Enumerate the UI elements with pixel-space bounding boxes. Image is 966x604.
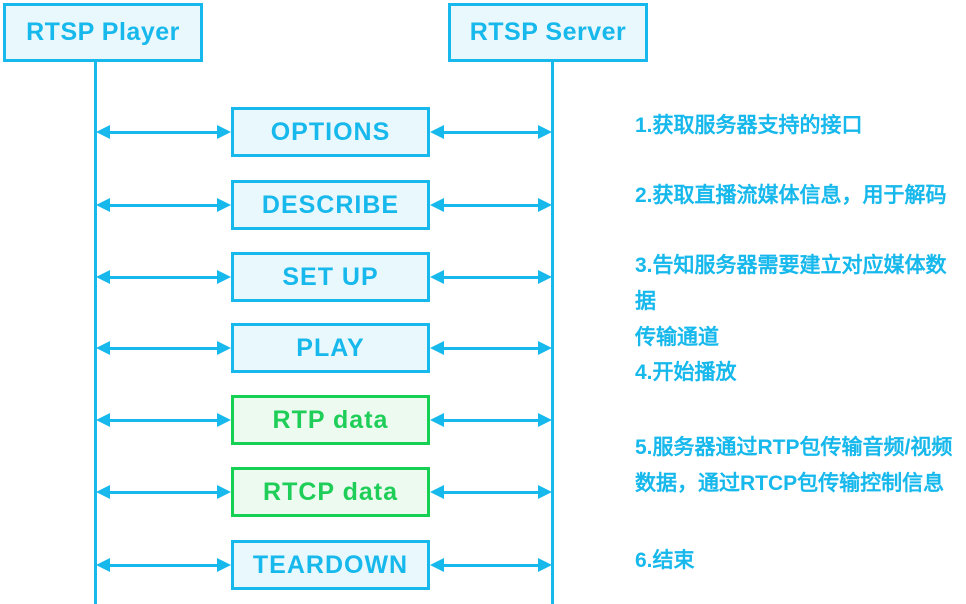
annotation-step-4: 4.开始播放 (635, 361, 737, 384)
double-arrow-icon (430, 270, 552, 284)
message-box-describe: DESCRIBE (231, 180, 430, 230)
player-lifeline (94, 62, 97, 604)
arrowhead-right-icon (538, 485, 552, 499)
double-arrow-icon (430, 485, 552, 499)
message-box-options: OPTIONS (231, 107, 430, 157)
double-arrow-icon (96, 485, 231, 499)
arrowhead-right-icon (217, 341, 231, 355)
arrowhead-left-icon (96, 558, 110, 572)
arrow-line (440, 130, 542, 134)
arrowhead-left-icon (96, 485, 110, 499)
arrowhead-left-icon (96, 198, 110, 212)
arrowhead-left-icon (96, 270, 110, 284)
annotation-step-6: 6.结束 (635, 549, 695, 572)
double-arrow-icon (430, 198, 552, 212)
arrowhead-left-icon (430, 558, 444, 572)
arrowhead-left-icon (430, 413, 444, 427)
arrowhead-left-icon (430, 485, 444, 499)
arrowhead-right-icon (538, 413, 552, 427)
message-box-setup: SET UP (231, 252, 430, 302)
arrowhead-right-icon (538, 558, 552, 572)
double-arrow-icon (430, 413, 552, 427)
message-box-teardown: TEARDOWN (231, 540, 430, 590)
arrowhead-right-icon (538, 198, 552, 212)
double-arrow-icon (430, 558, 552, 572)
double-arrow-icon (96, 558, 231, 572)
arrowhead-left-icon (430, 198, 444, 212)
arrowhead-left-icon (430, 270, 444, 284)
annotation-step-1: 1.获取服务器支持的接口 (635, 114, 863, 137)
arrow-line (106, 203, 221, 207)
arrowhead-left-icon (430, 125, 444, 139)
actor-rtsp-player: RTSP Player (3, 3, 203, 62)
arrow-line (106, 418, 221, 422)
message-box-play: PLAY (231, 323, 430, 373)
arrow-line (440, 418, 542, 422)
arrowhead-right-icon (217, 413, 231, 427)
arrowhead-right-icon (217, 270, 231, 284)
arrowhead-left-icon (430, 341, 444, 355)
message-box-rtcp-data: RTCP data (231, 467, 430, 517)
annotation-step-3: 3.告知服务器需要建立对应媒体数据 传输通道 (635, 254, 947, 349)
arrow-line (106, 275, 221, 279)
arrow-line (440, 490, 542, 494)
server-lifeline (551, 62, 554, 604)
arrowhead-left-icon (96, 341, 110, 355)
arrowhead-left-icon (96, 125, 110, 139)
double-arrow-icon (96, 198, 231, 212)
arrowhead-right-icon (217, 485, 231, 499)
arrowhead-right-icon (217, 125, 231, 139)
arrow-line (440, 203, 542, 207)
annotation-step-5: 5.服务器通过RTP包传输音频/视频 数据，通过RTCP包传输控制信息 (635, 436, 953, 495)
double-arrow-icon (96, 270, 231, 284)
double-arrow-icon (96, 125, 231, 139)
arrow-line (440, 346, 542, 350)
arrow-line (440, 563, 542, 567)
actor-rtsp-server: RTSP Server (448, 3, 648, 62)
arrow-line (106, 130, 221, 134)
double-arrow-icon (96, 341, 231, 355)
double-arrow-icon (430, 125, 552, 139)
arrow-line (106, 490, 221, 494)
annotation-step-2: 2.获取直播流媒体信息，用于解码 (635, 184, 947, 207)
arrow-line (440, 275, 542, 279)
arrowhead-left-icon (96, 413, 110, 427)
arrowhead-right-icon (538, 341, 552, 355)
arrowhead-right-icon (538, 270, 552, 284)
message-box-rtp-data: RTP data (231, 395, 430, 445)
arrowhead-right-icon (538, 125, 552, 139)
double-arrow-icon (96, 413, 231, 427)
arrow-line (106, 563, 221, 567)
arrowhead-right-icon (217, 558, 231, 572)
arrow-line (106, 346, 221, 350)
double-arrow-icon (430, 341, 552, 355)
arrowhead-right-icon (217, 198, 231, 212)
